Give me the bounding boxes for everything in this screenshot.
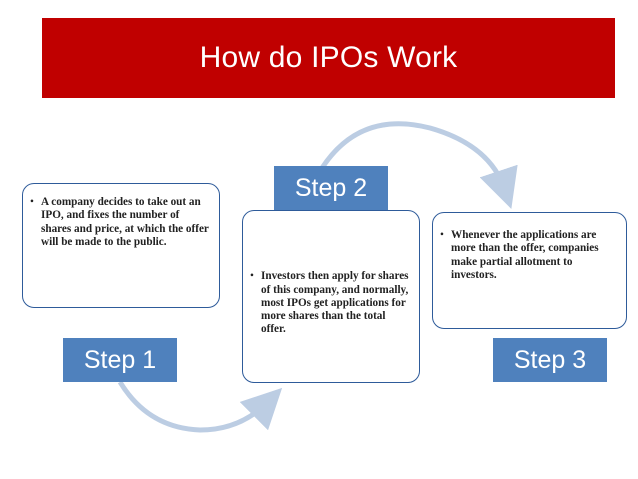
arrow-step1-to-step2 [117, 380, 283, 433]
step-1-list: A company decides to take out an IPO, an… [23, 196, 211, 249]
step-2-box: Investors then apply for shares of this … [242, 210, 420, 383]
step-2-text: Investors then apply for shares of this … [250, 270, 409, 336]
step-2-list: Investors then apply for shares of this … [243, 270, 409, 336]
step-3-text: Whenever the applications are more than … [440, 229, 616, 282]
step-1-box: A company decides to take out an IPO, an… [22, 183, 220, 308]
slide-title: How do IPOs Work [199, 41, 458, 74]
step-3-label: Step 3 [493, 338, 607, 382]
step-2-label: Step 2 [274, 166, 388, 210]
step-1-label: Step 1 [63, 338, 177, 382]
step-3-list: Whenever the applications are more than … [433, 229, 616, 282]
step-3-box: Whenever the applications are more than … [432, 212, 627, 329]
arrow-step2-to-step3 [319, 121, 518, 209]
title-bar: How do IPOs Work [42, 18, 615, 98]
step-1-text: A company decides to take out an IPO, an… [30, 196, 211, 249]
